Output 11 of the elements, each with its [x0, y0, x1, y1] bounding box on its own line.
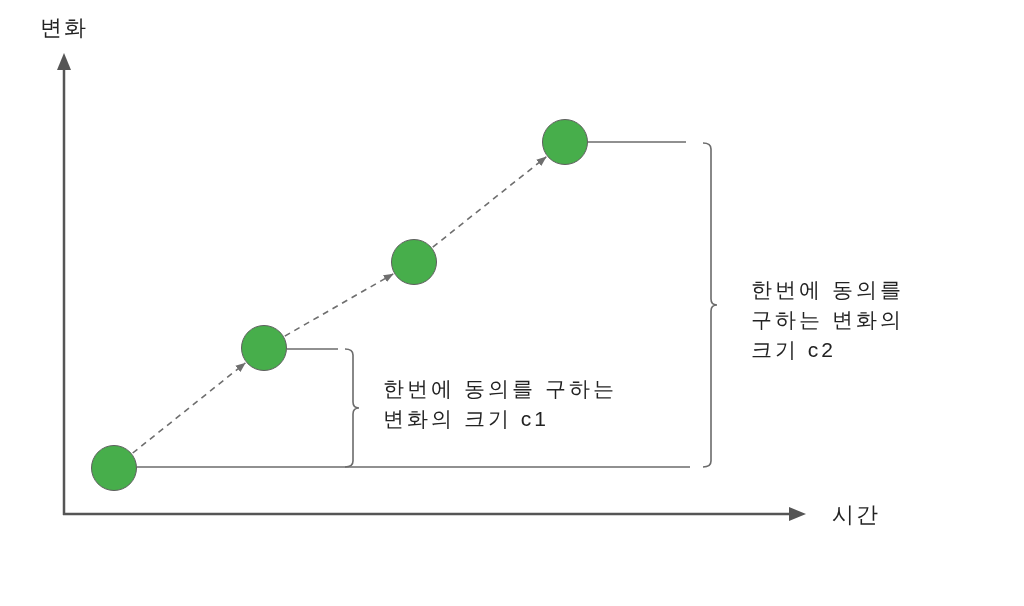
axis-label: 변화 [40, 14, 89, 42]
circle-node [91, 445, 137, 491]
circle-node [241, 325, 287, 371]
circle-node [391, 239, 437, 285]
annotation-text: 한번에 동의를 구하는 변화의 크기 c1 [383, 376, 618, 432]
annotation-text: 한번에 동의를 구하는 변화의 크기 c2 [751, 277, 905, 363]
axis-label: 시간 [832, 501, 881, 529]
dashed-arrow [284, 273, 394, 337]
dashed-arrow [131, 362, 247, 454]
circle-node [542, 119, 588, 165]
dashed-arrow [432, 156, 547, 248]
